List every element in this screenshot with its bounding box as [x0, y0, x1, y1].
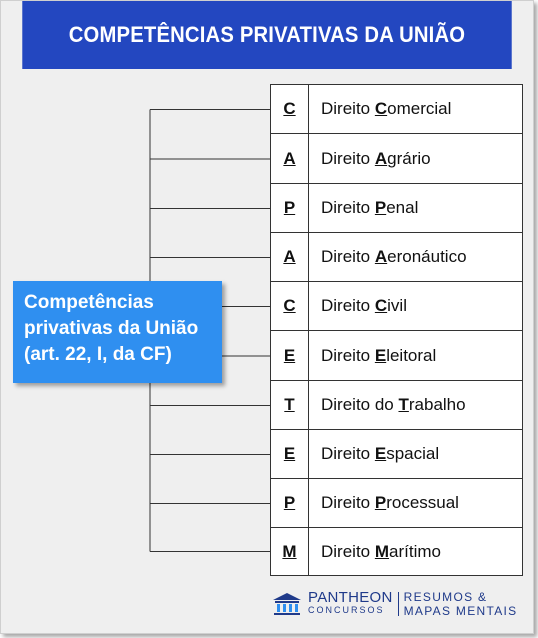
slogan: RESUMOS & MAPAS MENTAIS [404, 590, 518, 618]
subject-key-letter: M [374, 541, 390, 561]
subject-prefix: Direito [321, 541, 375, 561]
header-bar: COMPETÊNCIAS PRIVATIVAS DA UNIÃO [22, 1, 512, 69]
brand-name: PANTHEON CONCURSOS [308, 589, 393, 616]
subject-prefix: Direito [321, 296, 375, 315]
subject-rest: omercial [387, 99, 452, 118]
subject-key-letter: E [374, 345, 387, 365]
subject-key-letter: C [374, 296, 388, 315]
subject-rest: eronáutico [387, 247, 467, 266]
subject-key-letter: C [374, 99, 388, 118]
main-topic-line-1: Competências [24, 292, 154, 313]
row-letter: T [271, 381, 309, 429]
row-subject: Direito Aeronáutico [309, 247, 467, 267]
subject-prefix: Direito [321, 493, 375, 512]
row-letter: M [271, 528, 309, 575]
subject-key-letter: A [374, 247, 388, 266]
subject-key-letter: T [398, 395, 409, 414]
subject-prefix: Direito [321, 444, 375, 463]
row-letter: E [271, 331, 309, 380]
subject-rest: arítimo [389, 541, 441, 561]
row-subject: Direito Processual [309, 493, 459, 513]
main-topic-box: Competências privativas da União (art. 2… [13, 281, 222, 383]
row-letter: E [271, 430, 309, 478]
footer-brand: PANTHEON CONCURSOS RESUMOS & MAPAS MENTA… [272, 588, 524, 620]
temple-icon [273, 593, 301, 615]
main-topic-line-2: privativas da União [24, 318, 199, 339]
footer-divider [397, 592, 399, 616]
row-letter: A [271, 134, 309, 183]
row-subject: Direito Penal [309, 198, 418, 218]
row-letter: C [271, 85, 309, 133]
row-subject: Direito Espacial [309, 444, 439, 464]
brand-title: PANTHEON [308, 589, 393, 606]
row-subject: Direito Marítimo [309, 542, 441, 562]
subject-key-letter: P [374, 493, 387, 512]
subject-prefix: Direito [321, 99, 375, 118]
row-subject: Direito do Trabalho [309, 395, 466, 415]
subject-prefix: Direito [321, 247, 375, 266]
subject-prefix: Direito [321, 345, 375, 365]
subject-rest: spacial [386, 444, 440, 463]
subject-prefix: Direito [321, 148, 375, 168]
subject-prefix: Direito do [321, 395, 399, 414]
row-letter: C [271, 282, 309, 330]
subject-rest: rabalho [408, 395, 466, 414]
subject-prefix: Direito [321, 198, 375, 217]
row-subject: Direito Agrário [309, 149, 431, 169]
row-letter: A [271, 233, 309, 281]
subject-key-letter: A [374, 148, 388, 168]
row-letter: P [271, 184, 309, 232]
subject-rest: grário [387, 148, 431, 168]
row-letter: P [271, 479, 309, 527]
subject-key-letter: P [374, 198, 387, 217]
row-subject: Direito Comercial [309, 99, 451, 119]
brand-subtitle: CONCURSOS [308, 605, 385, 615]
subject-key-letter: E [374, 444, 387, 463]
page-title: COMPETÊNCIAS PRIVATIVAS DA UNIÃO [68, 22, 466, 47]
main-topic-line-3: (art. 22, I, da CF) [24, 344, 172, 365]
subject-rest: enal [386, 198, 419, 217]
slogan-line-1: RESUMOS & [403, 590, 488, 604]
row-subject: Direito Civil [309, 296, 407, 316]
subject-rest: ivil [387, 296, 407, 315]
subject-rest: leitoral [386, 345, 437, 365]
subject-rest: rocessual [386, 493, 459, 512]
slogan-line-2: MAPAS MENTAIS [403, 604, 518, 618]
row-subject: Direito Eleitoral [309, 346, 436, 366]
